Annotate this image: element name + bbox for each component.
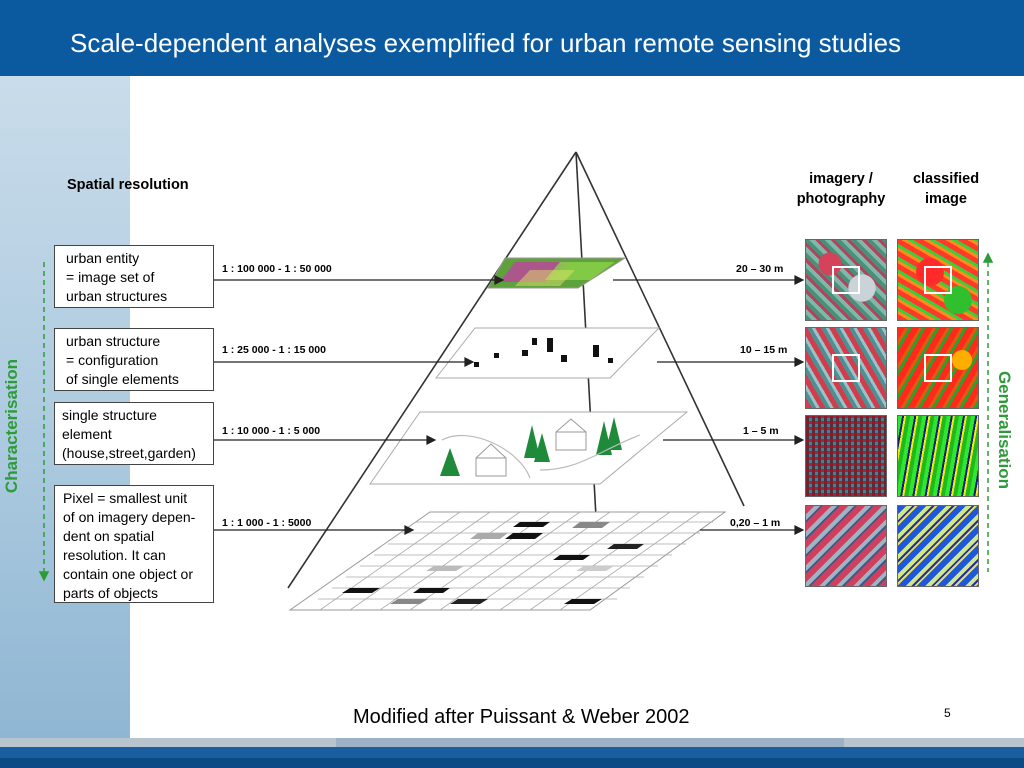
buildings [474, 338, 613, 367]
level-2-resolution: 10 – 15 m [740, 344, 788, 356]
characterisation-arrow [38, 262, 50, 582]
pixel-cells [342, 522, 644, 604]
trees-houses [440, 417, 641, 479]
generalisation-arrow [982, 252, 994, 572]
focus-square [924, 266, 952, 294]
level-1-scale: 1 : 100 000 - 1 : 50 000 [222, 263, 332, 275]
level-1-resolution: 20 – 30 m [736, 263, 784, 275]
slide-title: Scale-dependent analyses exemplified for… [70, 28, 902, 58]
generalisation-label: Generalisation [995, 370, 1014, 490]
footer-band [0, 758, 1024, 768]
level-3-resolution: 1 – 5 m [743, 425, 779, 437]
level-2-line: urban structure [66, 333, 161, 349]
imagery-header-line1: imagery / [809, 171, 873, 187]
imagery-thumbnail-4 [805, 505, 887, 587]
imagery-column-header: imagery / photography [786, 169, 896, 209]
level-1-line: urban entity [66, 250, 140, 266]
level-arrows [214, 275, 805, 535]
level-4-scale: 1 : 1 000 - 1 : 5000 [222, 517, 312, 529]
level-4-line: dent on spatial [63, 528, 155, 544]
title-bar [0, 0, 1024, 76]
imagery-header-line2: photography [796, 191, 886, 207]
level-plane-4 [288, 511, 727, 611]
classified-column-header: classified image [898, 169, 994, 209]
level-2-scale: 1 : 25 000 - 1 : 15 000 [222, 344, 326, 356]
level-4-line: of on imagery depen- [63, 509, 196, 525]
page-number: 5 [944, 706, 951, 720]
level-4-line: Pixel = smallest unit [63, 490, 188, 506]
footer-band [0, 747, 1024, 758]
level-4-resolution: 0,20 – 1 m [730, 517, 781, 529]
footer-caption: Modified after Puissant & Weber 2002 [353, 706, 690, 728]
spatial-resolution-label: Spatial resolution [67, 177, 189, 193]
level-1-description-box: urban entity = image set of urban struct… [54, 245, 214, 308]
classified-thumbnail-3 [897, 415, 979, 497]
focus-square [924, 354, 952, 382]
level-4-line: contain one object or [63, 566, 193, 582]
level-3-scale: 1 : 10 000 - 1 : 5 000 [222, 425, 321, 437]
focus-square [832, 266, 860, 294]
classified-header-line1: classified [912, 171, 980, 187]
classified-header-line2: image [925, 191, 967, 207]
imagery-thumbnail-2 [805, 327, 887, 409]
level-4-line: resolution. It can [63, 547, 166, 563]
focus-square [832, 354, 860, 382]
classified-thumbnail-1 [897, 239, 979, 321]
imagery-thumbnail-1 [805, 239, 887, 321]
level-2-description-box: urban structure = configuration of singl… [54, 328, 214, 391]
level-plane-2 [434, 327, 661, 379]
imagery-thumbnail-3 [805, 415, 887, 497]
level-3-line: single structure [62, 407, 157, 423]
level-3-description-box: single structure element (house,street,g… [54, 402, 214, 465]
classified-thumbnail-4 [897, 505, 979, 587]
level-1-line: = image set of [66, 269, 155, 285]
level-4-line: parts of objects [63, 585, 158, 601]
level-2-line: = configuration [66, 352, 159, 368]
level-plane-1 [487, 257, 627, 289]
level-2-line: of single elements [66, 371, 179, 387]
level-4-description-box: Pixel = smallest unit of on imagery depe… [54, 485, 214, 603]
characterisation-label: Characterisation [2, 358, 21, 494]
level-1-line: urban structures [66, 288, 168, 304]
classified-thumbnail-2 [897, 327, 979, 409]
level-3-line: element [62, 426, 112, 442]
level-3-line: (house,street,garden) [62, 445, 196, 461]
